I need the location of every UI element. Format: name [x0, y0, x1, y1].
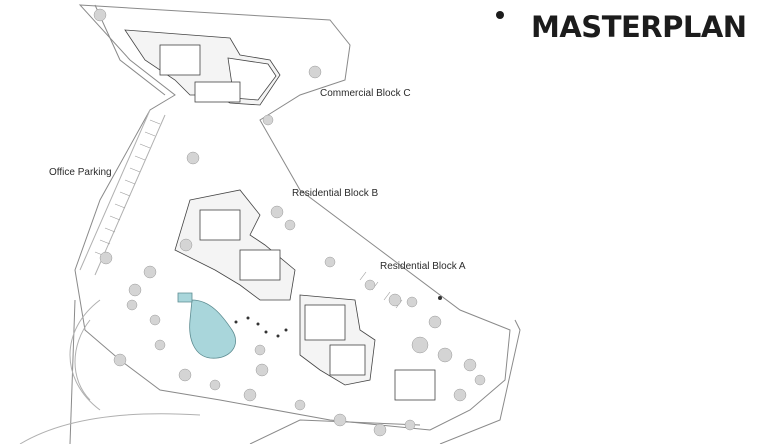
label-office-parking: Office Parking — [49, 167, 112, 178]
access-roads — [19, 109, 201, 444]
label-residential-block-a: Residential Block A — [380, 261, 466, 272]
residential-block-a-building — [299, 294, 436, 401]
label-residential-block-b: Residential Block B — [292, 188, 379, 199]
label-commercial-block-c: Commercial Block C — [320, 88, 411, 99]
commercial-block-c-building — [124, 29, 281, 106]
page-title: MASTERPLAN — [531, 10, 747, 44]
swimming-pool — [177, 292, 236, 359]
landscaping-trees — [93, 8, 486, 437]
parking-bays — [94, 119, 403, 309]
pathway-lights — [234, 296, 442, 338]
north-compass-icon — [496, 11, 504, 19]
residential-block-b-building — [174, 189, 296, 301]
